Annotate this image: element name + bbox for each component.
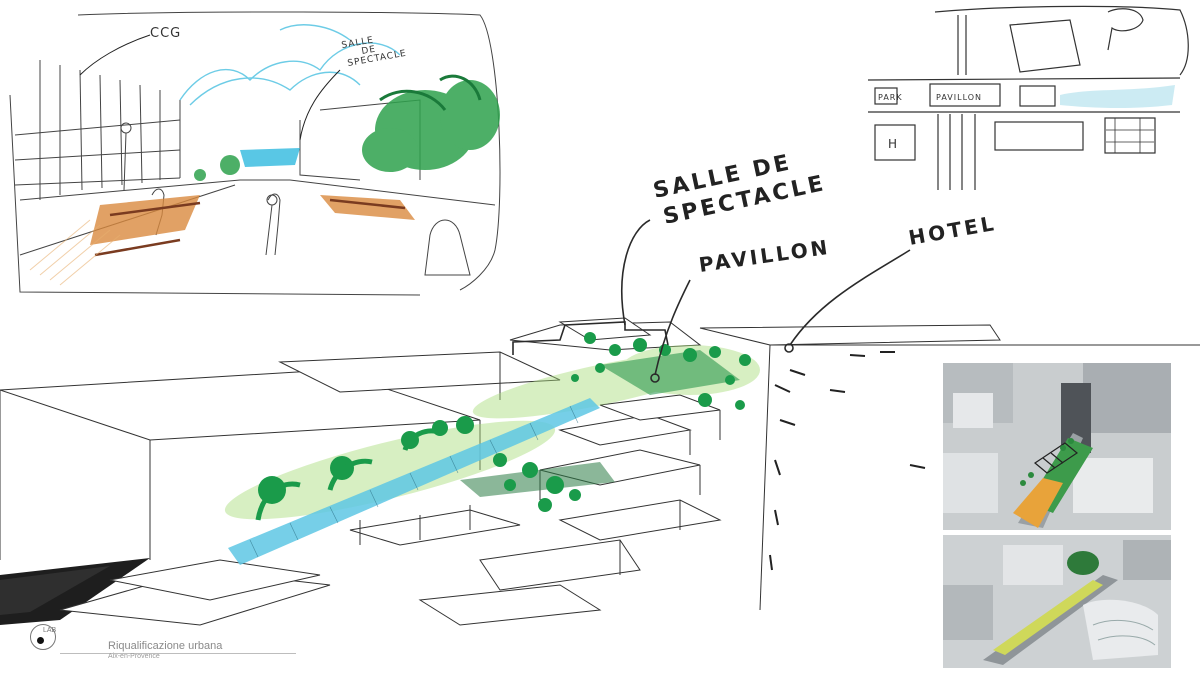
project-title: Riqualificazione urbana: [108, 640, 223, 652]
logo-text: LAB: [43, 627, 57, 634]
annotation-pavillon: PAVILLON: [697, 235, 831, 277]
aerial-render-top: [943, 363, 1171, 530]
project-location: Aix-en-Provence: [108, 653, 160, 660]
aerial-render-bottom: [943, 535, 1171, 668]
studio-logo: LAB: [30, 624, 56, 650]
annotation-hotel: HOTEL: [907, 211, 999, 250]
footer-branding: LAB Riqualificazione urbana Aix-en-Prove…: [30, 624, 296, 664]
footer-divider: [60, 653, 296, 654]
